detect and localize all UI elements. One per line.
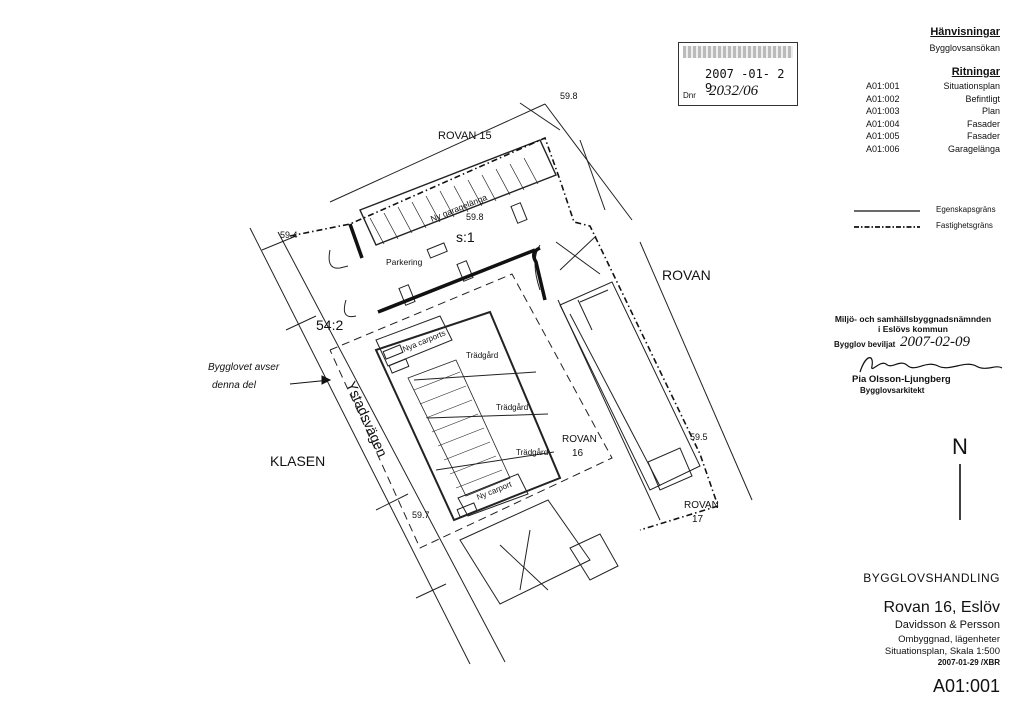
label-height-2: 59.8 — [466, 212, 484, 222]
label-height-4: 59.5 — [690, 432, 708, 442]
stamp-date: 2007 -01- 2 9 — [705, 67, 785, 95]
label-rovan15: ROVAN 15 — [438, 130, 492, 142]
label-garden-2: Trädgård — [496, 403, 528, 412]
description-2: Situationsplan, Skala 1:500 — [884, 646, 1000, 657]
drawing-row: A01:003 Plan — [866, 105, 1000, 118]
drawing-row: A01:002 Befintligt — [866, 93, 1000, 106]
approval-permit-label: Bygglov beviljat — [834, 340, 896, 349]
references-item: Bygglovsansökan — [929, 43, 1000, 53]
doc-type: BYGGLOVSHANDLING — [863, 571, 1000, 585]
drawing-name: Plan — [981, 106, 1000, 116]
label-lot-54-2: 54:2 — [316, 317, 343, 333]
approval-signer-title: Bygglovsarkitekt — [860, 386, 925, 395]
stamp-dnr-value: 2032/06 — [709, 83, 759, 99]
building-south — [459, 499, 591, 605]
drawing-name: Befintligt — [965, 93, 1000, 104]
client-name: Davidsson & Persson — [894, 619, 1000, 631]
label-rovan17-a: ROVAN — [684, 500, 719, 511]
received-stamp: 2007 -01- 2 9 Dnr 2032/06 — [678, 42, 798, 106]
north-label: N — [952, 434, 968, 459]
approval-authority: Miljö- och samhällsbyggnadsnämnden — [834, 314, 992, 324]
description-1: Ombyggnad, lägenheter — [898, 634, 1000, 645]
label-rovan: ROVAN — [662, 267, 711, 283]
label-s1: s:1 — [456, 229, 475, 245]
drawings-title: Ritningar — [951, 66, 1000, 78]
lot-boundary — [289, 136, 719, 507]
building-east — [559, 281, 701, 491]
label-height-5: 59.7 — [412, 510, 430, 520]
label-klasen: KLASEN — [270, 453, 325, 469]
label-height-3: 59.4 — [280, 230, 298, 240]
label-garden-3: Trädgård — [516, 448, 548, 457]
drawing-code: A01:005 — [866, 131, 900, 141]
legend-property-label: Egenskapsgräns — [936, 205, 996, 214]
drawing-row: A01:006 Garagelänga — [866, 143, 1000, 156]
drawing-code: A01:003 — [866, 106, 900, 116]
legend-lot-label: Fastighetsgräns — [936, 221, 993, 230]
label-garden-1: Trädgård — [466, 351, 498, 360]
label-carports-1: Nya carports — [401, 329, 446, 354]
drawing-row: A01:004 Fasader — [866, 118, 1000, 131]
label-street: Ystadsvägen — [343, 379, 391, 459]
stamp-header-smudge — [683, 46, 793, 58]
stamp-dnr-label: Dnr — [683, 91, 696, 100]
approval-signer: Pia Olsson-Ljungberg — [852, 374, 951, 385]
project-name: Rovan 16, Eslöv — [883, 599, 1000, 616]
approval-signature — [859, 357, 1003, 373]
references-title: Hänvisningar — [930, 26, 1000, 38]
date-sign: 2007-01-29 /XBR — [937, 658, 1000, 667]
drawing-row: A01:005 Fasader — [866, 130, 1000, 143]
road-edge-west — [249, 227, 471, 665]
drawing-name: Fasader — [966, 131, 1000, 141]
note-line-2: denna del — [212, 380, 257, 391]
drawing-code: A01:002 — [866, 93, 900, 104]
label-parking: Parkering — [386, 257, 423, 267]
drawing-name: Garagelänga — [947, 143, 1000, 154]
label-height-1: 59.8 — [560, 91, 578, 101]
drawing-number: A01:001 — [932, 676, 1000, 696]
label-rovan17-b: 17 — [692, 514, 704, 525]
drawing-code: A01:004 — [866, 118, 900, 129]
approval-permit-date: 2007-02-09 — [900, 334, 970, 350]
main-building — [374, 310, 562, 522]
road-edge-east — [277, 231, 506, 663]
label-rovan16-a: ROVAN — [562, 434, 597, 445]
drawing-name: Fasader — [966, 118, 1000, 129]
drawing-name: Situationsplan — [943, 81, 1000, 91]
garage-row — [359, 139, 557, 246]
approval-municipality: i Eslövs kommun — [878, 324, 948, 334]
drawing-row: A01:001 Situationsplan — [866, 80, 1000, 93]
approval-block: Miljö- och samhällsbyggnadsnämnden i Esl… — [818, 314, 1008, 334]
drawing-code: A01:006 — [866, 143, 900, 154]
label-rovan16-b: 16 — [572, 448, 584, 459]
drawing-code: A01:001 — [866, 81, 900, 91]
note-line-1: Bygglovet avser — [208, 362, 280, 373]
